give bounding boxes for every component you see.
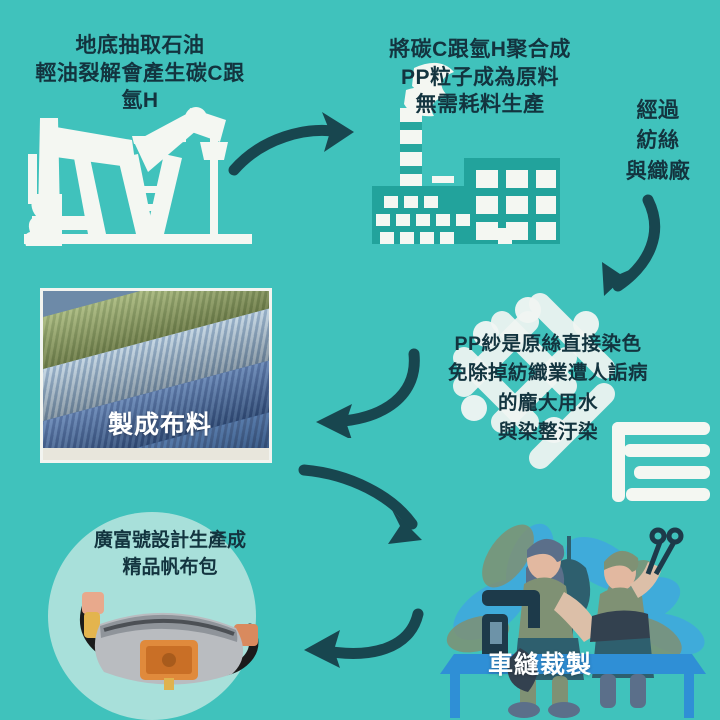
tailors-illustration [440, 523, 706, 718]
polymerization-caption: 將碳C跟氫H聚合成 PP粒子成為原料 無需耗料生產 [389, 38, 571, 117]
arrow-yarn-to-fabric [316, 348, 420, 438]
arrow-oil-to-factory [228, 112, 354, 176]
spinning-weaving-caption: 經過 紡絲 與織廠 [625, 99, 691, 183]
oil-extraction-caption: 地底抽取石油 輕油裂解會產生碳C跟 氫H [35, 34, 245, 113]
factory-icon [372, 62, 560, 244]
dope-dyeing-caption: PP紗是原絲直接染色 免除掉紡織業遭人詬病 的龐大用水 與染整汙染 [447, 333, 648, 443]
arrow-fabric-to-sewing [298, 464, 422, 544]
arrow-sewing-to-bag [304, 608, 424, 668]
fabric-label: 製成布料 [107, 411, 212, 439]
belt-bag-photo [79, 592, 259, 690]
oil-pumpjack-icon [24, 107, 252, 246]
fabric-rolls-photo [40, 288, 272, 463]
fabric-lines-icon [612, 422, 710, 502]
yarn-weave-icon [453, 293, 615, 469]
finished-bag-caption: 廣富號設計生產成 精品帆布包 [93, 530, 246, 578]
sewing-label: 車縫裁製 [487, 651, 592, 679]
arrow-factory-to-yarn [602, 194, 661, 296]
